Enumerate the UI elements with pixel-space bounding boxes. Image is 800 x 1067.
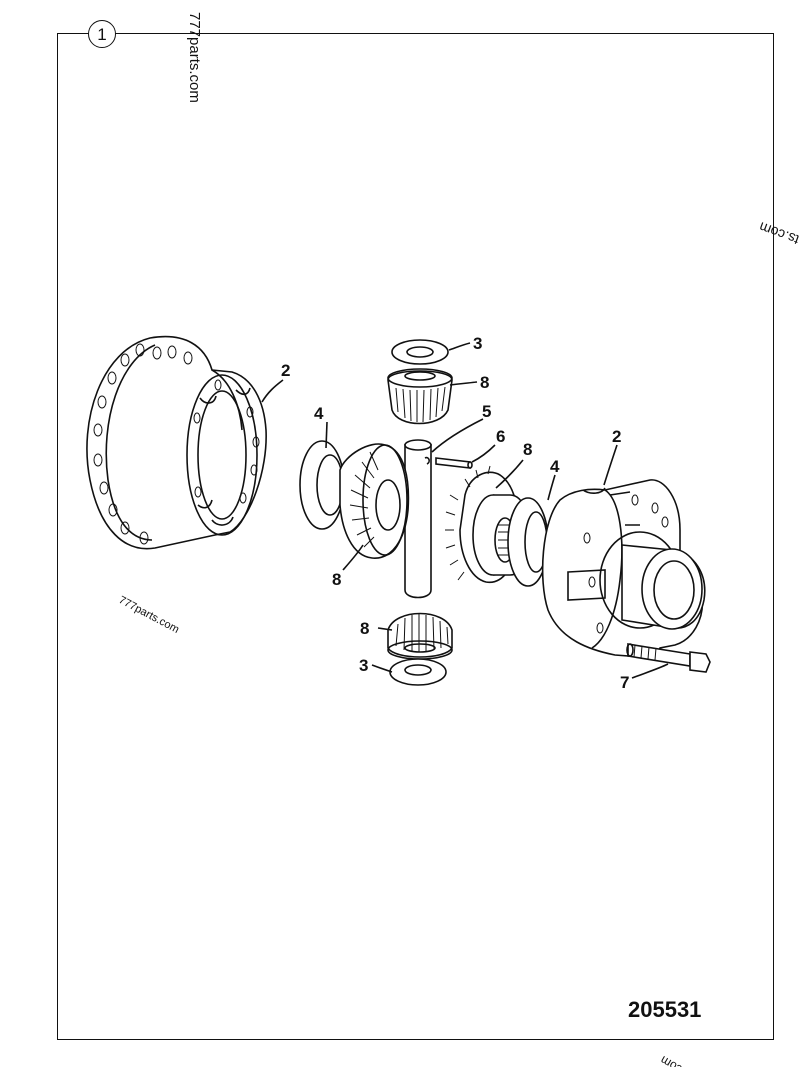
- callout-roll-pin: 6: [496, 427, 505, 446]
- thrust-washer-bottom: [389, 658, 447, 686]
- watermark-bottom: com: [658, 1053, 685, 1067]
- callout-housing-right: 2: [612, 427, 621, 446]
- thrust-washer-left: [299, 440, 345, 530]
- drawing-reference-number: 205531: [628, 997, 702, 1022]
- watermark-right: ts.com: [757, 219, 800, 248]
- bolt: [626, 643, 711, 673]
- callout-washer-top: 3: [473, 334, 482, 353]
- left-differential-housing: [86, 335, 267, 550]
- callout-pinion-top: 8: [480, 373, 489, 392]
- sheet-number-badge: 1: [88, 20, 116, 48]
- thrust-washer-top: [391, 339, 449, 365]
- pinion-gear-bottom: [387, 612, 453, 660]
- watermark-top: 777parts.com: [186, 12, 203, 103]
- callout-labels: 2 3 8 4 5 6 8 4 2 8 8 3 7: [281, 334, 629, 692]
- right-differential-housing: [541, 479, 706, 659]
- cross-shaft: [404, 439, 432, 599]
- callout-bolt: 7: [620, 673, 629, 692]
- side-gear-left: [339, 443, 410, 559]
- roll-pin: [435, 457, 473, 469]
- callout-housing-left: 2: [281, 361, 290, 380]
- watermark-middle: 777parts.com: [117, 594, 181, 636]
- leader-lines: [261, 342, 669, 679]
- callout-thrust-washer-right: 4: [550, 457, 560, 476]
- callout-washer-bottom: 3: [359, 656, 368, 675]
- callout-cross-shaft: 5: [482, 402, 491, 421]
- callout-side-gear-left: 8: [332, 570, 341, 589]
- callout-side-gear-right: 8: [523, 440, 532, 459]
- callout-pinion-bottom: 8: [360, 619, 369, 638]
- callout-thrust-washer-left: 4: [314, 404, 324, 423]
- pinion-gear-top: [387, 368, 453, 425]
